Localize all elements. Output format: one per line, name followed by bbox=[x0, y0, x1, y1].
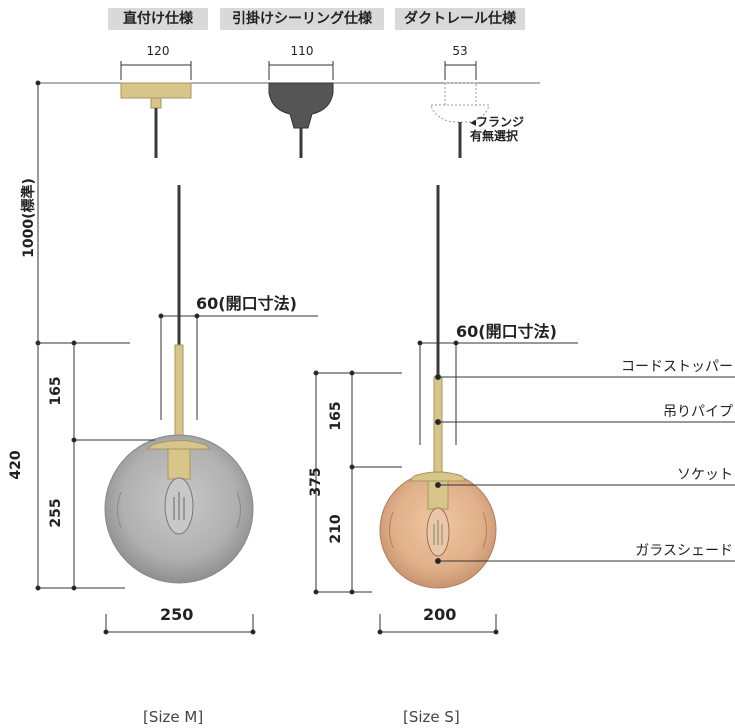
canopy-width-direct: 120 bbox=[146, 44, 170, 58]
size-s-caption: [Size S] bbox=[403, 708, 460, 726]
canopy-width-duct: 53 bbox=[452, 44, 468, 58]
canopy-ceiling bbox=[268, 82, 334, 158]
m-pipe-label: 165 bbox=[48, 376, 64, 406]
flange-note-2: 有無選択 bbox=[470, 129, 519, 143]
cord-length-label: 1000(標準) bbox=[21, 178, 37, 258]
part-cord-stopper: コードストッパー bbox=[621, 359, 733, 375]
spec-tag-direct: 直付け仕様 bbox=[108, 8, 208, 30]
flange-note-1: ◂フランジ bbox=[470, 115, 525, 129]
part-hanging-pipe: 吊りパイプ bbox=[663, 404, 733, 420]
m-total-label: 420 bbox=[8, 450, 24, 480]
canopy-duct bbox=[430, 82, 490, 158]
spec-tag-ceiling: 引掛けシーリング仕様 bbox=[220, 8, 384, 30]
s-opening-label: 60(開口寸法) bbox=[456, 322, 557, 341]
m-opening-label: 60(開口寸法) bbox=[196, 294, 297, 313]
s-globe-label: 210 bbox=[328, 514, 344, 544]
pendant-s bbox=[379, 185, 497, 589]
part-socket: ソケット bbox=[677, 467, 733, 483]
canopy-direct bbox=[120, 82, 192, 158]
s-total-label: 375 bbox=[308, 467, 324, 497]
canopy-width-ceiling: 110 bbox=[290, 44, 314, 58]
s-pipe-label: 165 bbox=[328, 401, 344, 431]
m-width-label: 250 bbox=[160, 605, 194, 624]
canopy-dim-lines bbox=[120, 61, 477, 80]
part-glass-shade: ガラスシェード bbox=[635, 543, 733, 559]
m-globe-label: 255 bbox=[48, 498, 64, 528]
pendant-m bbox=[104, 185, 254, 584]
spec-tag-duct: ダクトレール仕様 bbox=[395, 8, 525, 30]
s-width-label: 200 bbox=[423, 605, 457, 624]
size-m-caption: [Size M] bbox=[143, 708, 204, 726]
